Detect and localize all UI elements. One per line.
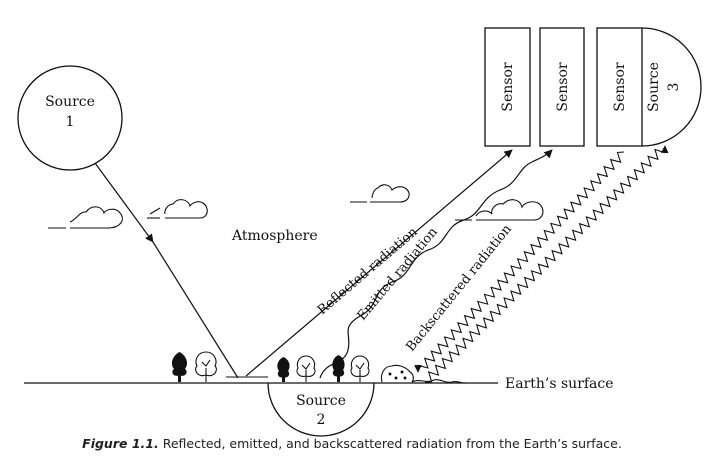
atmosphere-label: Atmosphere [231, 228, 318, 244]
sensor-2-label: Sensor [555, 62, 571, 112]
tree-dark-2 [277, 357, 290, 382]
tree-dark-3 [332, 355, 345, 382]
caption-text: Reflected, emitted, and backscattered ra… [162, 436, 622, 451]
source-1-name: Source [45, 94, 95, 110]
sensor-3-label: Sensor [612, 62, 628, 112]
incident-ray-lower [152, 241, 239, 379]
cloud-mid [147, 199, 208, 219]
earth-surface-label: Earth’s surface [505, 376, 614, 392]
sensor-3: Sensor [596, 27, 643, 147]
emitted-ray [319, 149, 553, 379]
source-1-number: 1 [66, 114, 75, 130]
diagram-canvas: Source 1 Atmosphere Earth’s surface Sour… [17, 27, 702, 437]
cloud-left [48, 206, 123, 229]
tree-dark-1 [171, 352, 188, 382]
source-2-name: Source [296, 393, 346, 409]
source-2: Source 2 [267, 382, 375, 437]
rock [380, 364, 467, 384]
source-2-number: 2 [317, 412, 326, 428]
source-3: Source 3 [641, 27, 702, 147]
tree-light-1 [195, 351, 217, 382]
incident-ray [94, 162, 154, 243]
figure-caption: Figure 1.1. Reflected, emitted, and back… [0, 436, 704, 451]
source-3-number: 3 [666, 83, 682, 92]
backscatter-return-ray [424, 145, 669, 383]
figure-number: Figure 1.1. [82, 436, 159, 451]
source-1: Source 1 [17, 65, 123, 171]
sensor-1: Sensor [484, 27, 531, 147]
source-3-name: Source [646, 62, 662, 112]
tree-light-2 [296, 355, 316, 382]
sensor-1-label: Sensor [500, 62, 516, 112]
backscatter-outgoing-ray [414, 151, 625, 373]
cloud-far-right [455, 199, 544, 221]
cloud-right [350, 184, 410, 203]
tree-light-3 [350, 355, 370, 382]
reflected-ray [245, 149, 513, 377]
sensor-2: Sensor [539, 27, 585, 147]
